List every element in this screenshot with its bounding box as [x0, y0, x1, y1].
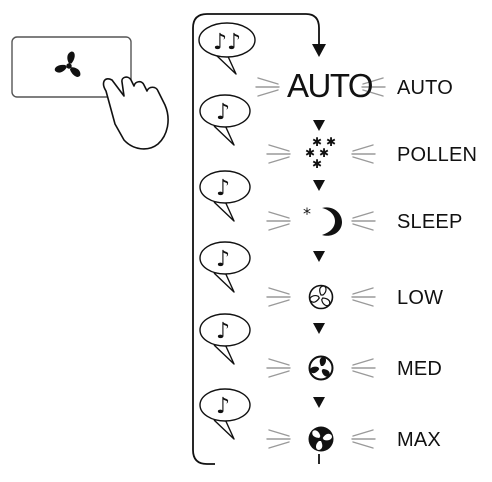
- auto-indicator-text: AUTO: [287, 69, 372, 102]
- svg-text:✱: ✱: [312, 157, 322, 171]
- mode-label-sleep: SLEEP: [397, 212, 462, 232]
- fan-outline-icon: [309, 286, 333, 309]
- beep-bubble-sleep: ♪: [200, 171, 250, 221]
- beep-bubble-med: ♪: [200, 314, 250, 364]
- mode-label-max: MAX: [397, 430, 441, 450]
- beep-bubble-pollen: ♪: [200, 95, 250, 145]
- note-icon: ♪: [216, 394, 230, 419]
- moon-star-icon: *: [303, 204, 342, 236]
- double-note-icon: ♪♪: [213, 30, 241, 55]
- note-icon: ♪: [216, 176, 230, 201]
- svg-text:*: *: [303, 204, 311, 223]
- hand-pointer-icon: [104, 77, 169, 149]
- fan-half-icon: [309, 357, 333, 380]
- fan-solid-icon: [309, 427, 334, 452]
- note-icon: ♪: [216, 100, 230, 125]
- beep-bubble-low: ♪: [200, 242, 250, 292]
- loop-arrowhead: [312, 44, 326, 57]
- mode-label-med: MED: [397, 359, 442, 379]
- mode-label-pollen: POLLEN: [397, 145, 477, 165]
- note-icon: ♪: [216, 319, 230, 344]
- beep-bubble-auto: ♪♪: [199, 23, 255, 74]
- beep-bubble-max: ♪: [200, 389, 250, 439]
- note-icon: ♪: [216, 247, 230, 272]
- glow-rays: [256, 78, 385, 448]
- mode-label-auto: AUTO: [397, 78, 453, 98]
- pollen-icon: ✱ ✱ ✱ ✱ ✱: [305, 135, 336, 171]
- mode-label-low: LOW: [397, 288, 443, 308]
